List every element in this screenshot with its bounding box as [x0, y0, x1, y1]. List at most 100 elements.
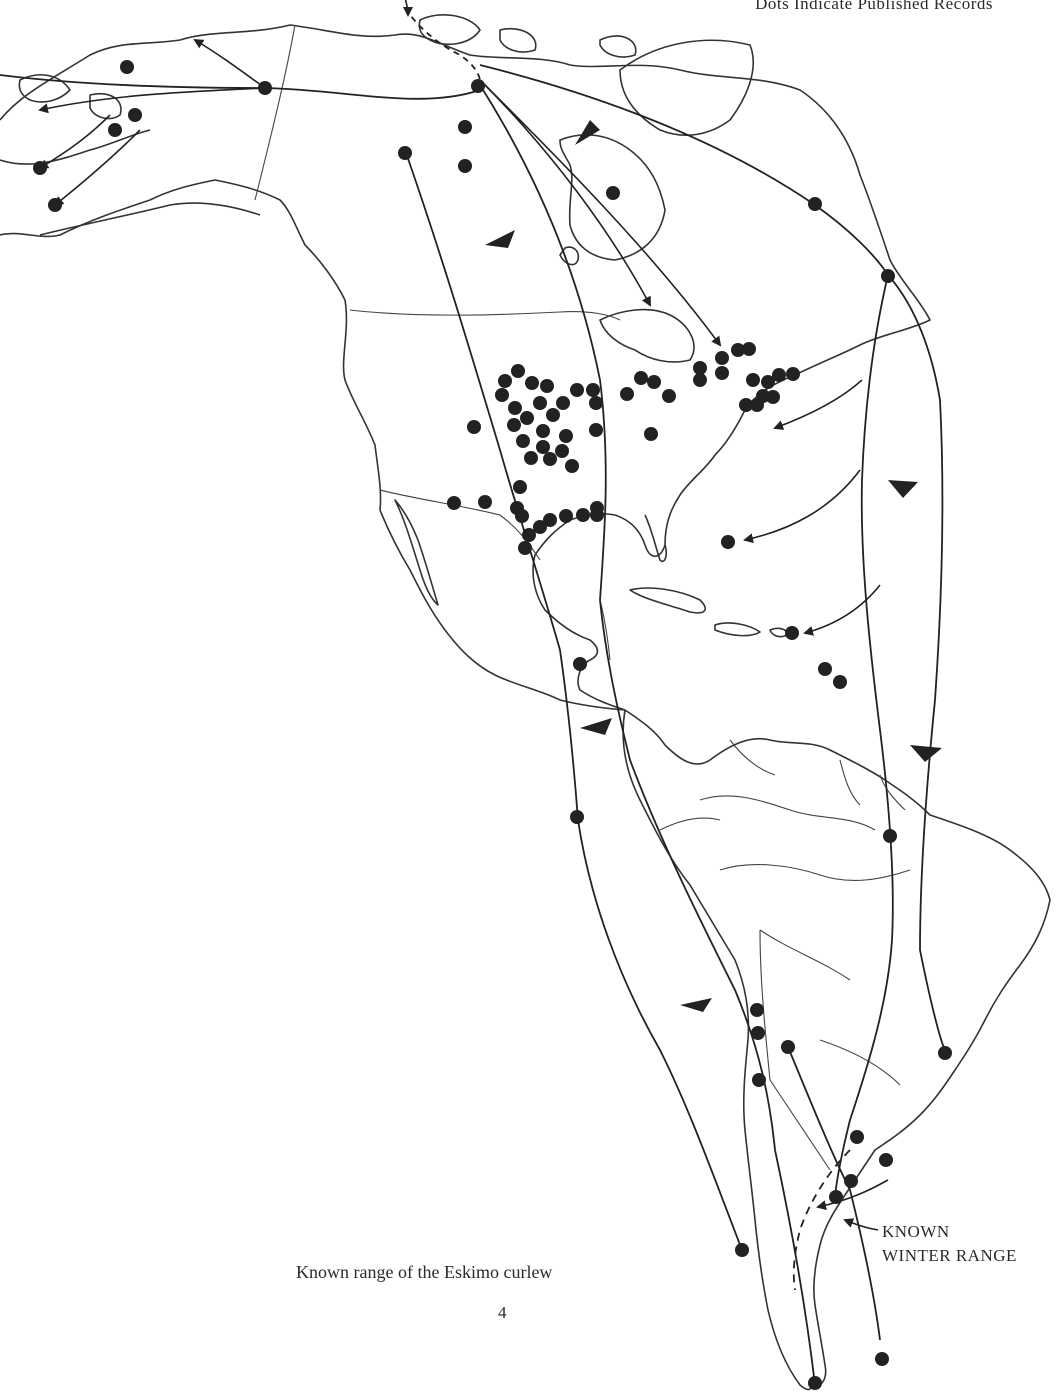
route-atlantic-inner [834, 274, 894, 1201]
block-arrow-6 [680, 998, 712, 1012]
record-dot [735, 1243, 749, 1257]
record-dot [808, 197, 822, 211]
record-dot [772, 368, 786, 382]
record-dot [746, 373, 760, 387]
record-dot [48, 198, 62, 212]
record-dot [750, 1003, 764, 1017]
record-dot [808, 1376, 822, 1390]
record-dot [715, 366, 729, 380]
record-dot [570, 810, 584, 824]
arrow-alaska-south [53, 129, 141, 207]
arrow-atlantic-2 [743, 469, 861, 544]
record-dot [540, 379, 554, 393]
record-dot [467, 420, 481, 434]
record-dot [850, 1130, 864, 1144]
record-dot [751, 1026, 765, 1040]
record-dot [766, 390, 780, 404]
record-dot [739, 398, 753, 412]
record-dot [522, 528, 536, 542]
record-dot [120, 60, 134, 74]
record-dot [536, 440, 550, 454]
record-dot [786, 367, 800, 381]
arrow-alaska-north [193, 38, 266, 89]
arrow-caribbean [803, 584, 881, 636]
record-dot [634, 371, 648, 385]
legend-text: Dots Indicate Published Records [755, 0, 993, 13]
record-dot [833, 675, 847, 689]
block-arrow-5 [910, 745, 942, 762]
record-dot [516, 434, 530, 448]
block-arrow-3 [888, 480, 918, 498]
record-dot [875, 1352, 889, 1366]
winter-range-label-line1: KNOWN [882, 1222, 950, 1241]
record-dot [471, 79, 485, 93]
record-dot [576, 508, 590, 522]
route-patagonia [787, 1046, 881, 1341]
record-dot [721, 535, 735, 549]
record-dot [520, 411, 534, 425]
record-dot [398, 146, 412, 160]
record-dot [508, 401, 522, 415]
record-dot [478, 495, 492, 509]
record-dot [458, 120, 472, 134]
arrow-alaska-southwest [38, 114, 111, 170]
route-west [404, 149, 743, 1251]
record-dot [565, 459, 579, 473]
block-arrows [485, 120, 942, 1012]
record-dot [498, 374, 512, 388]
record-dot [128, 108, 142, 122]
route-atlantic [479, 64, 946, 1051]
record-dot [883, 829, 897, 843]
north-america-coastline [0, 14, 931, 711]
record-dot [108, 123, 122, 137]
record-dot [573, 657, 587, 671]
record-dot [546, 408, 560, 422]
arrow-winter-range [816, 1179, 889, 1211]
record-dot [693, 361, 707, 375]
map-caption: Known range of the Eskimo curlew [296, 1262, 553, 1282]
record-dot [559, 509, 573, 523]
record-dot [525, 376, 539, 390]
south-america-coastline [622, 709, 1051, 1391]
winter-range-label: KNOWN WINTER RANGE [882, 1220, 1017, 1268]
record-dots [33, 60, 952, 1390]
record-dot [33, 161, 47, 175]
block-arrow-4 [580, 718, 612, 735]
record-dot [693, 373, 707, 387]
record-dot [881, 269, 895, 283]
record-dot [761, 375, 775, 389]
record-dot [555, 444, 569, 458]
record-dot [524, 451, 538, 465]
winter-range-label-line2: WINTER RANGE [882, 1246, 1017, 1265]
record-dot [589, 423, 603, 437]
record-dot [518, 541, 532, 555]
record-dot [543, 513, 557, 527]
record-dot [543, 452, 557, 466]
arrow-top [402, 0, 413, 17]
record-dot [258, 81, 272, 95]
record-dot [606, 186, 620, 200]
record-dot [447, 496, 461, 510]
record-dot [781, 1040, 795, 1054]
block-arrow-1 [575, 120, 600, 145]
record-dot [879, 1153, 893, 1167]
record-dot [750, 398, 764, 412]
record-dot [620, 387, 634, 401]
record-dot [513, 480, 527, 494]
route-alaska [0, 74, 481, 100]
direction-arrows [38, 0, 889, 1231]
record-dot [662, 389, 676, 403]
arrow-winter-label [843, 1218, 879, 1231]
record-dot [829, 1190, 843, 1204]
record-dot [938, 1046, 952, 1060]
record-dot [536, 424, 550, 438]
record-dot [533, 520, 547, 534]
record-dot [495, 388, 509, 402]
record-dot [556, 396, 570, 410]
record-dot [844, 1174, 858, 1188]
record-dot [458, 159, 472, 173]
arrow-atlantic-1 [773, 379, 863, 430]
record-dot [507, 418, 521, 432]
